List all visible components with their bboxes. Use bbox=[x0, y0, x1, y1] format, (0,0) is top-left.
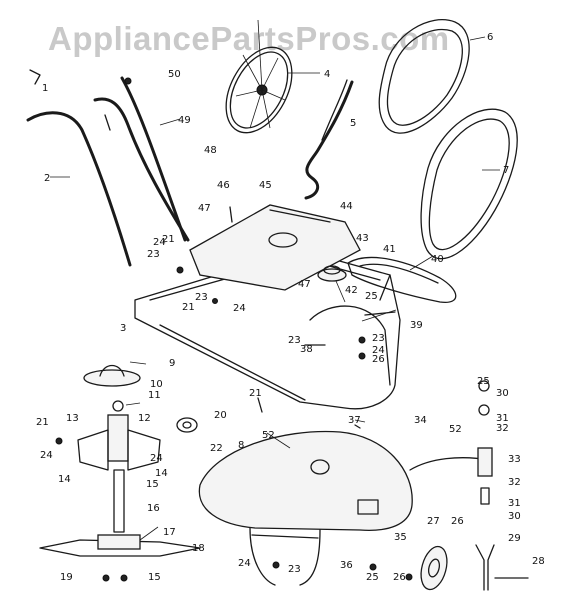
callout-label: 39 bbox=[410, 320, 423, 331]
callout-label: 50 bbox=[168, 69, 181, 80]
callout-label: 31 bbox=[508, 498, 521, 509]
callout-label: 11 bbox=[148, 390, 161, 401]
callout-label: 25 bbox=[366, 572, 379, 583]
washer-20 bbox=[176, 417, 198, 433]
callout-label: 46 bbox=[217, 180, 230, 191]
deck-8 bbox=[198, 430, 491, 586]
callout-label: 29 bbox=[508, 533, 521, 544]
watermark: AppliancePartsPros.com bbox=[48, 20, 450, 57]
hub-10 bbox=[83, 364, 141, 387]
callout-label: 27 bbox=[427, 516, 440, 527]
callout-label: 21 bbox=[182, 302, 195, 313]
callout-label: 30 bbox=[496, 388, 509, 399]
callout-label: 30 bbox=[508, 511, 521, 522]
callout-label: 24 bbox=[372, 345, 385, 356]
callout-label: 41 bbox=[383, 244, 396, 255]
callout-label: 10 bbox=[150, 379, 163, 390]
callout-label: 47 bbox=[298, 279, 311, 290]
callout-label: 42 bbox=[345, 285, 358, 296]
callout-label: 23 bbox=[147, 249, 160, 260]
callout-labels: 1 2 3 4 5 6 7 8 9 10 11 12 13 14 14 15 1… bbox=[36, 32, 545, 583]
callout-label: 25 bbox=[477, 376, 490, 387]
callout-label: 21 bbox=[36, 417, 49, 428]
lever-40-41 bbox=[347, 256, 457, 303]
cable-5 bbox=[304, 79, 354, 200]
callout-label: 9 bbox=[169, 358, 175, 369]
callout-label: 18 bbox=[192, 543, 205, 554]
callout-label: 26 bbox=[393, 572, 406, 583]
callout-label: 21 bbox=[249, 388, 262, 399]
callout-label: 21 bbox=[162, 234, 175, 245]
plate-44-45 bbox=[189, 204, 361, 291]
callout-label: 32 bbox=[508, 477, 521, 488]
callout-label: 15 bbox=[148, 572, 161, 583]
callout-label: 36 bbox=[340, 560, 353, 571]
callout-label: 33 bbox=[508, 454, 521, 465]
callout-label: 24 bbox=[153, 237, 166, 248]
callout-label: 3 bbox=[120, 323, 126, 334]
belt-7 bbox=[420, 108, 518, 260]
callout-label: 28 bbox=[532, 556, 545, 567]
belt-6 bbox=[378, 19, 470, 134]
callout-label: 52 bbox=[449, 424, 462, 435]
callout-label: 6 bbox=[487, 32, 493, 43]
callout-label: 22 bbox=[210, 443, 223, 454]
callout-label: 16 bbox=[147, 503, 160, 514]
caster-assembly bbox=[420, 380, 529, 591]
callout-label: 23 bbox=[195, 292, 208, 303]
callout-label: 23 bbox=[288, 335, 301, 346]
callout-label: 24 bbox=[150, 453, 163, 464]
spindle-assembly bbox=[39, 400, 201, 582]
callout-label: 47 bbox=[198, 203, 211, 214]
callout-label: 43 bbox=[356, 233, 369, 244]
callout-label: 35 bbox=[394, 532, 407, 543]
callout-label: 37 bbox=[348, 415, 361, 426]
callout-label: 5 bbox=[350, 118, 356, 129]
hardware bbox=[55, 206, 413, 581]
callout-label: 25 bbox=[365, 291, 378, 302]
callout-label: 12 bbox=[138, 413, 151, 424]
callout-label: 49 bbox=[178, 115, 191, 126]
callout-label: 45 bbox=[259, 180, 272, 191]
callout-label: 31 bbox=[496, 413, 509, 424]
callout-label: 52 bbox=[262, 430, 275, 441]
callout-label: 26 bbox=[451, 516, 464, 527]
callout-label: 2 bbox=[44, 173, 50, 184]
callout-label: 38 bbox=[300, 344, 313, 355]
callout-label: 7 bbox=[503, 165, 509, 176]
leader-lines bbox=[50, 36, 500, 541]
callout-label: 40 bbox=[431, 254, 444, 265]
callout-label: 26 bbox=[372, 354, 385, 365]
callout-label: 24 bbox=[233, 303, 246, 314]
callout-label: 24 bbox=[40, 450, 53, 461]
callout-label: 34 bbox=[414, 415, 427, 426]
callout-label: 23 bbox=[288, 564, 301, 575]
handle-assembly bbox=[26, 69, 190, 267]
callout-label: 24 bbox=[238, 558, 251, 569]
frame-3 bbox=[134, 249, 401, 410]
callout-label: 17 bbox=[163, 527, 176, 538]
callout-label: 32 bbox=[496, 423, 509, 434]
callout-label: 44 bbox=[340, 201, 353, 212]
callout-label: 8 bbox=[238, 440, 244, 451]
callout-label: 14 bbox=[58, 474, 71, 485]
pulley-42 bbox=[317, 265, 347, 282]
callout-label: 13 bbox=[66, 413, 79, 424]
callout-label: 48 bbox=[204, 145, 217, 156]
callout-label: 4 bbox=[324, 69, 330, 80]
callout-label: 19 bbox=[60, 572, 73, 583]
callout-label: 14 bbox=[155, 468, 168, 479]
callout-label: 23 bbox=[372, 333, 385, 344]
callout-label: 1 bbox=[42, 83, 48, 94]
callout-label: 20 bbox=[214, 410, 227, 421]
callout-label: 15 bbox=[146, 479, 159, 490]
wheel-4 bbox=[225, 19, 293, 134]
